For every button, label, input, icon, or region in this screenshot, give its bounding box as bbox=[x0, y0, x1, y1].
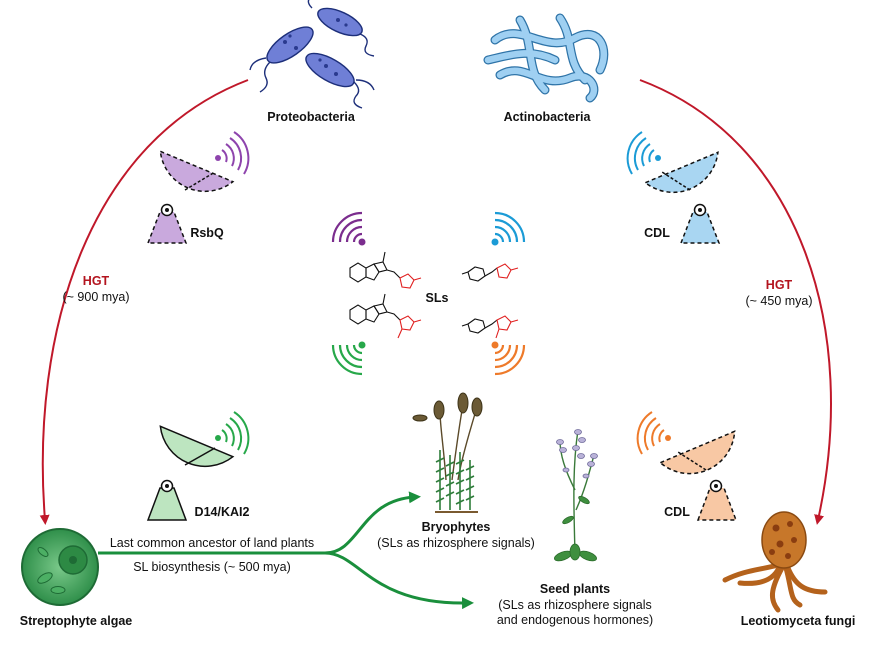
actinobacteria-label: Actinobacteria bbox=[503, 110, 591, 124]
bryophytes-label: Bryophytes bbox=[421, 520, 491, 534]
streptophyte-algae-label: Streptophyte algae bbox=[19, 614, 133, 628]
d14-kai2-dish-icon bbox=[146, 425, 235, 521]
cdl-top-signal-icon bbox=[626, 131, 661, 175]
center-signal-purple-icon bbox=[331, 211, 366, 246]
bryophytes-icon bbox=[412, 392, 483, 513]
cdl-bottom-dish-icon bbox=[658, 430, 738, 521]
proteobacteria-label: Proteobacteria bbox=[267, 110, 355, 124]
cdl-bottom-label: CDL bbox=[664, 505, 690, 519]
center-signal-orange-icon bbox=[491, 341, 526, 376]
sl-molecule-top-right bbox=[461, 263, 519, 282]
hgt-arrow-right bbox=[639, 79, 832, 525]
sl-molecule-bottom-left bbox=[349, 293, 422, 339]
leotiomyceta-fungi-label: Leotiomyceta fungi bbox=[740, 614, 856, 628]
seed-plants-icon bbox=[554, 429, 598, 562]
sl-molecule-top-left bbox=[349, 251, 422, 289]
sls-label: SLs bbox=[425, 291, 449, 305]
evolution-arrow-seed-plants bbox=[324, 551, 474, 610]
proteobacteria-icon bbox=[249, 0, 375, 109]
center-signal-blue-icon bbox=[491, 211, 526, 246]
seed-plants-label: Seed plants bbox=[539, 582, 611, 596]
streptophyte-algae-icon bbox=[21, 528, 99, 606]
rsbq-signal-icon bbox=[215, 131, 250, 175]
seed-plants-note-line1: (SLs as rhizosphere signals bbox=[498, 598, 652, 612]
rsbq-dish-icon bbox=[146, 150, 235, 244]
actinobacteria-icon bbox=[483, 13, 609, 103]
hgt-arrow-left bbox=[39, 79, 249, 525]
hgt-left-label: HGT bbox=[82, 274, 110, 288]
evolution-line1: Last common ancestor of land plants bbox=[109, 536, 315, 550]
rsbq-label: RsbQ bbox=[190, 226, 224, 240]
evolution-line2: SL biosynthesis (~ 500 mya) bbox=[133, 560, 291, 574]
cdl-top-dish-icon bbox=[643, 151, 721, 244]
center-signal-green-icon bbox=[331, 341, 366, 376]
hgt-right-label: HGT bbox=[765, 278, 793, 292]
d14-kai2-signal-icon bbox=[215, 411, 250, 455]
hgt-right-age: (~ 450 mya) bbox=[745, 294, 813, 308]
cdl-top-label: CDL bbox=[644, 226, 670, 240]
seed-plants-note-line2: and endogenous hormones) bbox=[496, 613, 654, 627]
hgt-left-age: (~ 900 mya) bbox=[62, 290, 130, 304]
d14-kai2-label: D14/KAI2 bbox=[194, 505, 250, 519]
leotiomyceta-fungi-icon bbox=[722, 511, 828, 613]
cdl-bottom-signal-icon bbox=[636, 411, 671, 455]
bryophytes-note: (SLs as rhizosphere signals) bbox=[377, 536, 535, 550]
sl-molecule-bottom-right bbox=[461, 315, 519, 339]
